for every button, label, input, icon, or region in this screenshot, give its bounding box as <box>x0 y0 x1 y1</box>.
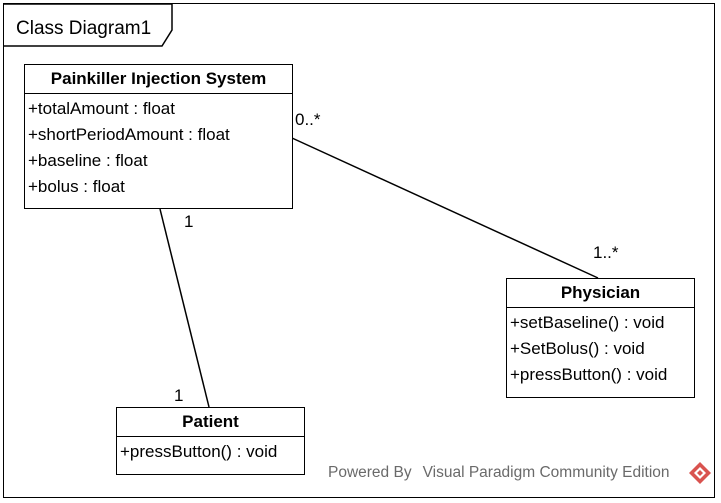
class-operations: +setBaseline() : void +SetBolus() : void… <box>507 308 694 388</box>
class-attribute: +totalAmount : float <box>28 99 175 118</box>
multiplicity-painkiller-to-patient: 1 <box>184 212 194 231</box>
class-operation: +pressButton() : void <box>120 442 278 461</box>
class-attribute: +bolus : float <box>28 177 125 196</box>
class-attribute: +shortPeriodAmount : float <box>28 125 230 144</box>
frame-title-tab <box>4 3 173 47</box>
class-name: Patient <box>117 408 304 437</box>
class-attribute: +baseline : float <box>28 151 148 170</box>
product-name: Visual Paradigm Community Edition <box>422 464 670 481</box>
multiplicity-physician-end: 1..* <box>593 243 619 262</box>
class-physician[interactable]: Physician +setBaseline() : void +SetBolu… <box>506 278 695 398</box>
class-operations: +pressButton() : void <box>117 437 304 465</box>
multiplicity-painkiller-to-physician: 0..* <box>295 110 321 129</box>
class-operation: +pressButton() : void <box>510 365 668 384</box>
multiplicity-patient-end: 1 <box>174 386 184 405</box>
class-name: Physician <box>507 279 694 308</box>
class-operation: +setBaseline() : void <box>510 313 665 332</box>
class-name: Painkiller Injection System <box>25 65 292 94</box>
visual-paradigm-logo-icon <box>689 462 711 484</box>
diagram-title: Class Diagram1 <box>16 18 152 39</box>
association-line-painkiller-physician <box>291 137 599 279</box>
diagram-frame <box>3 3 715 498</box>
powered-by-label: Powered By <box>328 464 412 481</box>
powered-by-footer: Powered By Visual Paradigm Community Edit… <box>328 464 681 482</box>
class-patient[interactable]: Patient +pressButton() : void <box>116 407 305 475</box>
class-attributes: +totalAmount : float +shortPeriodAmount … <box>25 94 292 200</box>
class-painkiller-injection-system[interactable]: Painkiller Injection System +totalAmount… <box>24 64 293 209</box>
class-operation: +SetBolus() : void <box>510 339 645 358</box>
association-line-painkiller-patient <box>159 208 210 408</box>
